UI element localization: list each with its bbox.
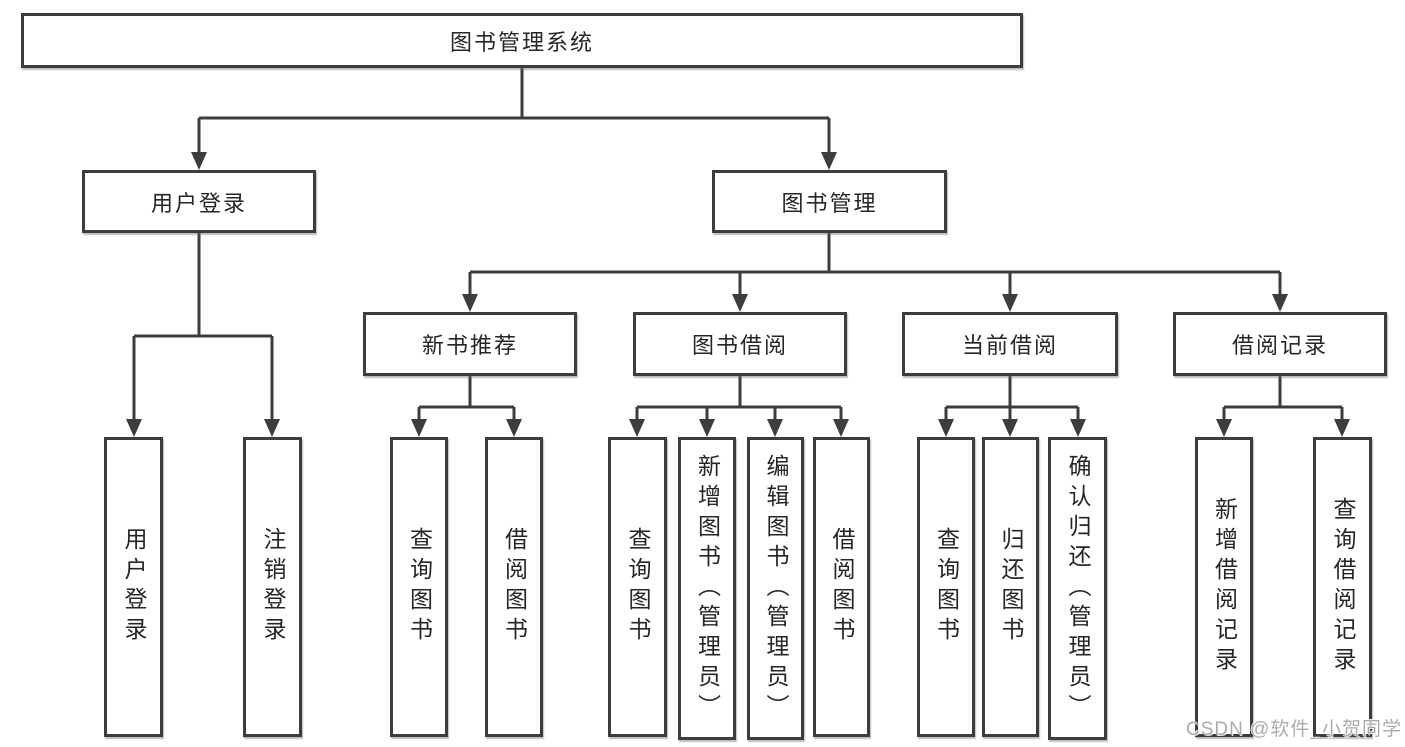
node-new-book-recommend-label: 新书推荐: [421, 333, 518, 358]
leaf-query-books-current: 查询图书: [917, 437, 975, 737]
node-new-book-recommend: 新书推荐: [363, 312, 577, 376]
node-current-borrow-label: 当前借阅: [961, 333, 1058, 358]
leaf-logout: 注销登录: [243, 437, 302, 737]
node-borrow-records-label: 借阅记录: [1231, 333, 1328, 358]
node-root-label: 图书管理系统: [449, 29, 594, 55]
leaf-borrow-books-label: 借阅图书: [829, 527, 855, 647]
node-borrow-records: 借阅记录: [1173, 312, 1387, 376]
node-book-borrow: 图书借阅: [633, 312, 847, 376]
leaf-borrow-books: 借阅图书: [813, 437, 870, 737]
leaf-query-borrow-record: 查询借阅记录: [1313, 437, 1372, 737]
csdn-watermark: CSDN @软件_小贺同学: [1186, 719, 1402, 740]
leaf-confirm-return-admin-label: 确认归还（管理员）: [1065, 453, 1091, 724]
node-book-management-label: 图书管理: [781, 190, 878, 216]
node-user-login: 用户登录: [82, 170, 316, 233]
node-current-borrow: 当前借阅: [902, 312, 1118, 376]
leaf-user-login: 用户登录: [104, 437, 163, 737]
leaf-query-books-current-label: 查询图书: [933, 527, 960, 647]
leaf-add-borrow-record-label: 新增借阅记录: [1211, 497, 1238, 677]
leaf-query-books-borrow-label: 查询图书: [625, 527, 651, 647]
leaf-borrow-books-recommend: 借阅图书: [485, 437, 543, 737]
leaf-add-books-admin: 新增图书（管理员）: [678, 437, 736, 740]
leaf-query-borrow-record-label: 查询借阅记录: [1330, 497, 1356, 677]
leaf-query-books-recommend: 查询图书: [390, 437, 448, 737]
leaf-borrow-books-recommend-label: 借阅图书: [501, 527, 528, 647]
leaf-edit-books-admin: 编辑图书（管理员）: [747, 437, 804, 740]
leaf-return-books-label: 归还图书: [998, 527, 1024, 647]
leaf-confirm-return-admin: 确认归还（管理员）: [1048, 437, 1107, 740]
leaf-edit-books-admin-label: 编辑图书（管理员）: [763, 453, 789, 724]
leaf-query-books-recommend-label: 查询图书: [406, 527, 433, 647]
leaf-user-login-label: 用户登录: [121, 527, 147, 647]
node-book-management: 图书管理: [712, 170, 947, 233]
leaf-query-books-borrow: 查询图书: [608, 437, 667, 737]
leaf-add-books-admin-label: 新增图书（管理员）: [694, 453, 721, 724]
leaf-logout-label: 注销登录: [260, 527, 286, 647]
leaf-add-borrow-record: 新增借阅记录: [1195, 437, 1253, 737]
node-user-login-label: 用户登录: [150, 190, 247, 216]
node-root: 图书管理系统: [21, 13, 1023, 68]
leaf-return-books: 归还图书: [982, 437, 1039, 737]
node-book-borrow-label: 图书借阅: [691, 333, 788, 358]
